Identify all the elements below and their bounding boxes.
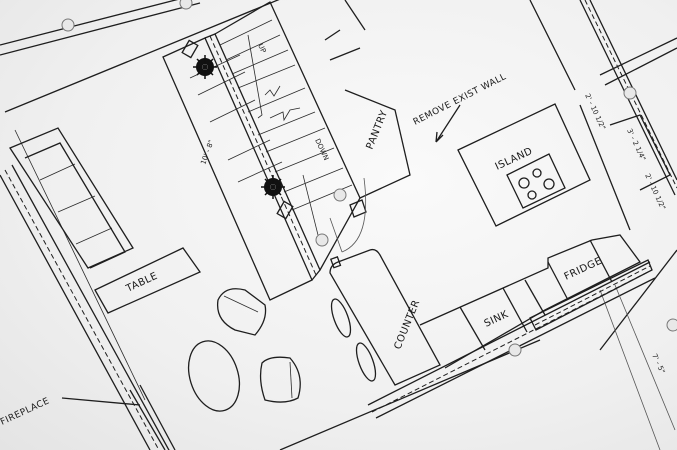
sunburst-icon [193,55,217,79]
note-arrow [435,104,461,143]
fireplace-label: FIREPLACE [0,396,51,427]
bar-stool [330,298,352,338]
round-table [187,340,241,412]
island-label: ISLAND [494,146,535,173]
dimension-right-1: 2' - 10 1/2" [583,92,607,131]
stair-light-marker [181,39,199,59]
sofa [9,127,134,269]
kitchen-island: ISLAND [457,103,591,227]
stair-up-label: UP [256,42,267,54]
kitchen-counter: COUNTER [329,248,441,386]
kitchen-cabinets: SINK FRIDGE [419,234,653,369]
armchair [216,288,267,336]
armchair [259,356,301,403]
pantry-label: PANTRY [365,108,391,151]
bar-stool [355,342,377,382]
fridge-label: FRIDGE [563,256,604,283]
dimension-right-2: 3' - 2 1/4" [625,127,647,162]
grid-bubbles [61,0,677,357]
stair-dimension: 10' - 8" [199,139,215,166]
sunburst-icon [261,175,285,199]
stair-light-marker [276,200,294,220]
remove-wall-note: REMOVE EXIST WALL [412,72,508,128]
stair-down-label: DOWN [313,137,330,161]
door-swing [329,177,367,253]
sink-label: SINK [483,309,511,330]
dimension-right-lower: 7' - 5" [650,352,666,374]
fireplace-leader [61,397,141,406]
